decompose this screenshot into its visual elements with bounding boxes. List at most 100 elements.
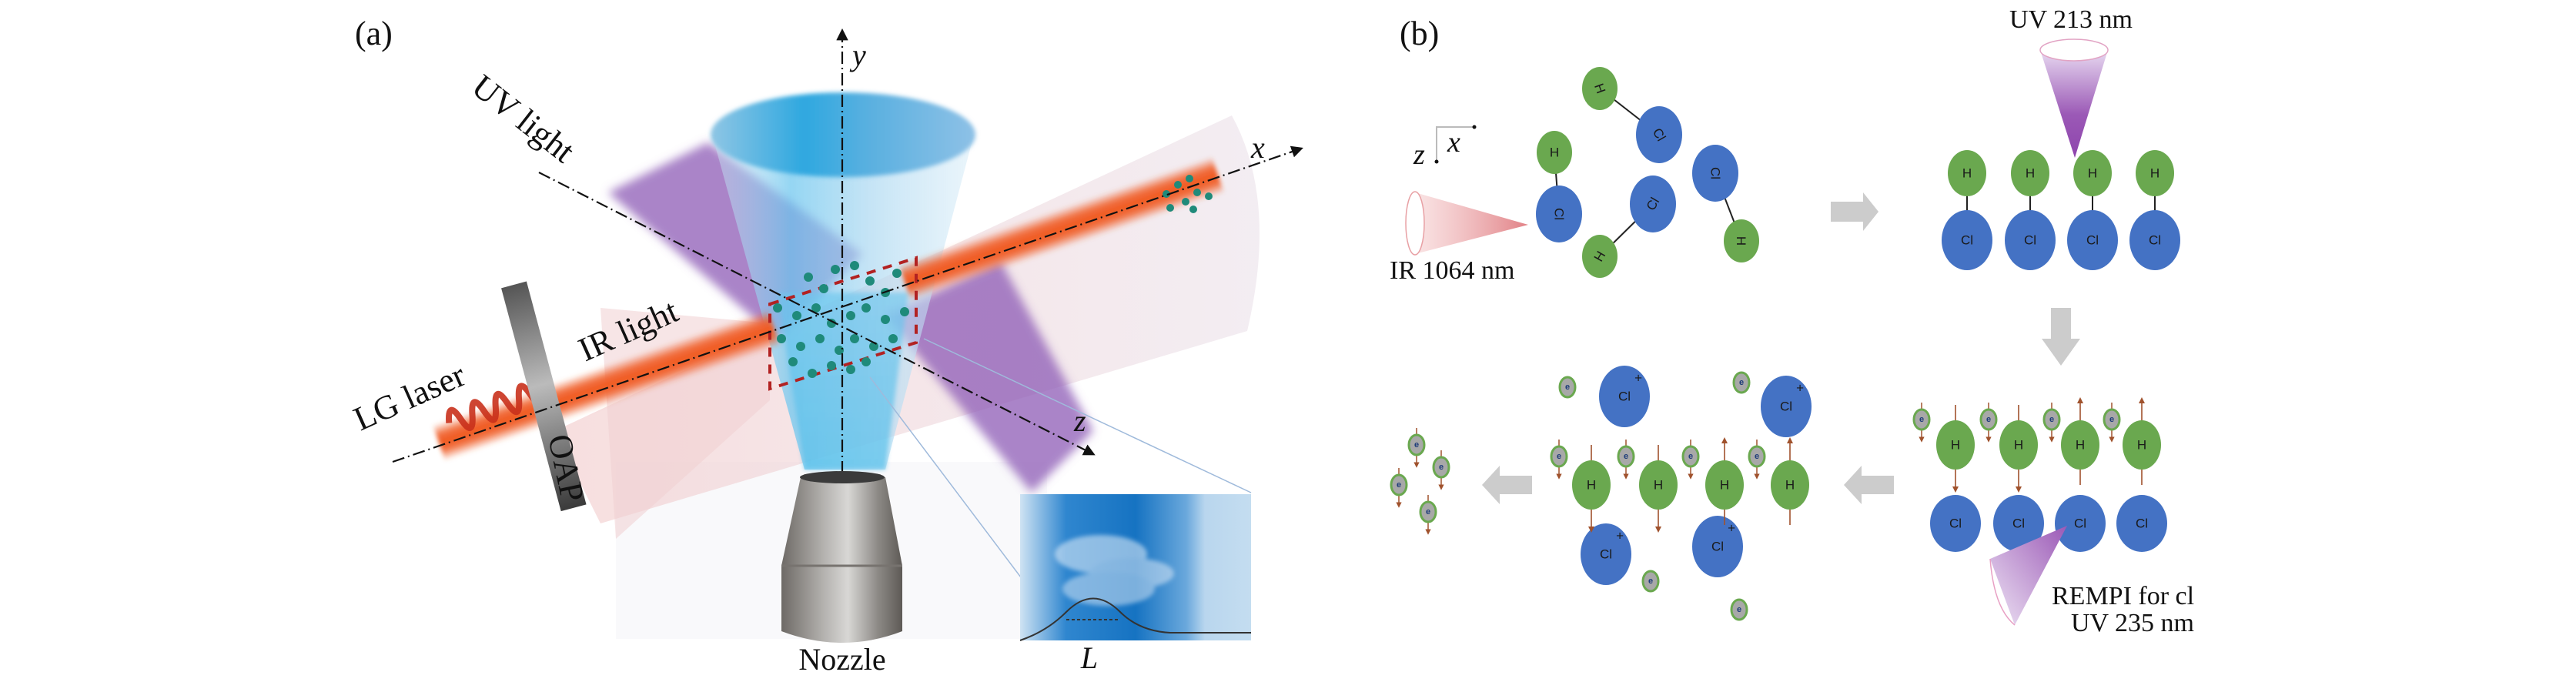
process-arrow-left-2 [1482, 466, 1532, 504]
hydrogen-atom: H [2123, 420, 2161, 470]
electron-symbol: e [1737, 605, 1741, 614]
hydrogen-atom: H [1537, 131, 1572, 174]
y-axis-label: y [849, 38, 866, 72]
molecule-dot [815, 334, 825, 343]
ion-charge: + [1616, 529, 1624, 543]
chlorine-atom: Cl [1692, 145, 1738, 202]
chlorine-circle [1692, 516, 1743, 577]
atom-symbol: H [1591, 82, 1608, 95]
hydrogen-circle [1724, 219, 1759, 262]
electron-circle [1748, 445, 1766, 468]
molecule-dot [888, 334, 898, 343]
atom-symbol: Cl [2086, 233, 2099, 248]
chlorine-atom: Cl [1930, 495, 1981, 552]
chlorine-atom: Cl [2055, 495, 2106, 552]
chlorine-ion: Cl+ [1599, 366, 1650, 427]
chlorine-circle [1581, 523, 1631, 585]
panel-a: (a) [348, 15, 1303, 677]
molecule-dot [792, 311, 801, 320]
hydrogen-circle [2136, 150, 2174, 196]
molecule-dot [788, 357, 798, 366]
z-axis [538, 172, 1096, 456]
atom-symbol: H [2137, 438, 2146, 453]
electron-symbol: e [2109, 415, 2114, 424]
molecule-dot [846, 311, 855, 320]
electron: e [1558, 376, 1577, 399]
atom-symbol: Cl [1708, 167, 1723, 179]
ir-pulse-label: IR 1064 nm [1390, 256, 1514, 285]
hydrogen-atom: H [1582, 235, 1618, 278]
electron: e [2103, 403, 2121, 443]
electron-symbol: e [1624, 452, 1628, 461]
electron-circle [1730, 598, 1748, 621]
hydrogen-circle [1639, 460, 1678, 510]
molecule-dot [846, 365, 855, 374]
electron-circle [1558, 376, 1577, 399]
frame-x-label: x [1447, 126, 1460, 159]
atom-symbol: H [1951, 438, 1960, 453]
rempi-label-line1: REMPI for cl [2052, 582, 2194, 610]
atom-symbol: Cl [1711, 540, 1724, 554]
molecule-dot [861, 357, 871, 366]
inset-guide-line [923, 338, 1252, 493]
inset-length-label: L [1080, 640, 1098, 675]
ir-pulse-cone [1405, 191, 1528, 256]
molecule-dot [861, 303, 871, 313]
atom-symbol: H [2150, 166, 2159, 181]
electron-circle [1419, 500, 1437, 523]
electron: e [1407, 428, 1426, 468]
molecule-dot [1166, 204, 1174, 212]
chlorine-circle [1630, 176, 1676, 232]
chlorine-circle [1942, 210, 1992, 270]
chlorine-circle [1993, 495, 2044, 552]
process-arrow-left [1844, 466, 1894, 504]
process-arrow-down [2042, 308, 2080, 366]
molecule-cluster-far [1163, 175, 1213, 213]
coordinate-frame: x z [1413, 125, 1477, 171]
hydrogen-circle [1999, 420, 2038, 470]
atom-symbol: Cl [1552, 208, 1567, 220]
chlorine-ion: Cl+ [1761, 376, 1812, 437]
electron: e [1732, 371, 1751, 394]
electron-symbol: e [1557, 452, 1561, 461]
hydrogen-atom: H [2061, 420, 2099, 470]
density-inset: L [869, 338, 1252, 675]
chlorine-circle [2116, 495, 2167, 552]
chlorine-atom: Cl [2129, 210, 2180, 270]
hydrogen-circle [1705, 460, 1744, 510]
hydrogen-atom: H [1705, 460, 1744, 510]
atom-symbol: Cl [2012, 517, 2025, 531]
electron-symbol: e [1439, 463, 1444, 472]
molecule-dot [1205, 192, 1213, 200]
electron: e [1550, 440, 1568, 480]
electron: e [1432, 450, 1450, 490]
electron-circle [1681, 445, 1700, 468]
electron-circle [1390, 473, 1408, 496]
chlorine-ion: Cl+ [1692, 516, 1743, 577]
atom-symbol: Cl [2074, 517, 2086, 531]
hydrogen-circle [1948, 150, 1986, 196]
molecule-dot [1193, 189, 1201, 196]
hydrogen-atom: H [1999, 420, 2038, 470]
chlorine-atom: Cl [2116, 495, 2167, 552]
hydrogen-circle [2011, 150, 2049, 196]
z-axis-label: z [1073, 403, 1086, 438]
atom-symbol: Cl [1780, 400, 1792, 414]
electron-circle [1617, 445, 1635, 468]
oap-mirror [501, 281, 587, 512]
rempi-cone [1989, 526, 2067, 626]
hydrogen-atom: H [1724, 219, 1759, 262]
highlight-box [768, 256, 918, 391]
axes: y x z [392, 28, 1303, 473]
electron-circle [1912, 408, 1931, 431]
electron: e [1730, 598, 1748, 621]
molecule-dot [892, 269, 902, 278]
electron-symbol: e [1739, 378, 1744, 387]
chlorine-atom: Cl [2005, 210, 2056, 270]
atom-symbol: H [1735, 236, 1749, 246]
chlorine-atom: Cl [1536, 186, 1582, 242]
